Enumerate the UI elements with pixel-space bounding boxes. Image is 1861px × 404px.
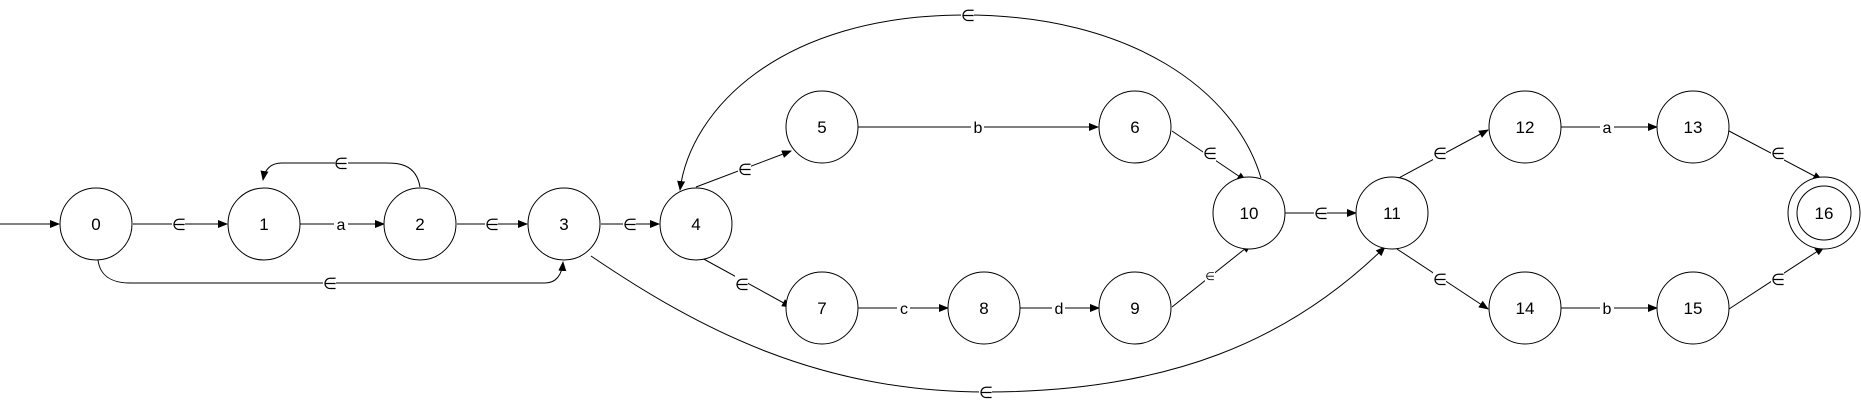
state-16-accept: 16 xyxy=(1787,176,1861,250)
edge-label-13-16: ∈ xyxy=(1771,146,1785,163)
edge-label-4-7: ∈ xyxy=(735,277,749,294)
edge-label-0-1: ∈ xyxy=(172,217,186,234)
edge-label-3-11: ∈ xyxy=(979,385,993,402)
edge-label-7-8: c xyxy=(900,301,908,318)
state-label: 4 xyxy=(691,215,700,234)
edge-label-6-10: ∈ xyxy=(1203,146,1217,163)
transition-labels-layer: ∈ a ∈ ∈ ∈ ∈ ∈ ∈ b ∈ ∈ c d ∈ ∈ ∈ ∈ xyxy=(172,6,1785,402)
state-label: 15 xyxy=(1684,299,1703,318)
state-label: 6 xyxy=(1130,118,1139,137)
state-label: 16 xyxy=(1815,204,1834,223)
edge-label-0-3: ∈ xyxy=(323,276,337,293)
state-11: 11 xyxy=(1355,176,1429,250)
states-layer: 0 1 2 3 4 5 6 7 xyxy=(59,90,1861,345)
edge-label-10-4: ∈ xyxy=(961,8,975,25)
edge-label-12-13: a xyxy=(1603,120,1612,137)
edge-label-14-15: b xyxy=(1603,301,1612,318)
state-1: 1 xyxy=(227,187,301,261)
edge-label-1-2: a xyxy=(337,217,346,234)
edge-label-2-3: ∈ xyxy=(485,217,499,234)
state-15: 15 xyxy=(1656,271,1730,345)
state-5: 5 xyxy=(785,90,859,164)
state-label: 14 xyxy=(1516,299,1535,318)
state-4: 4 xyxy=(659,187,733,261)
state-9: 9 xyxy=(1098,271,1172,345)
state-13: 13 xyxy=(1656,90,1730,164)
edge-0-3 xyxy=(97,259,567,284)
state-label: 0 xyxy=(91,215,100,234)
edge-2-1 xyxy=(260,162,421,188)
state-label: 2 xyxy=(415,215,424,234)
state-label: 5 xyxy=(817,118,826,137)
state-10: 10 xyxy=(1212,176,1286,250)
state-2: 2 xyxy=(383,187,457,261)
state-3: 3 xyxy=(527,187,601,261)
state-label: 1 xyxy=(259,215,268,234)
state-12: 12 xyxy=(1488,90,1562,164)
state-label: 8 xyxy=(979,299,988,318)
state-7: 7 xyxy=(785,271,859,345)
edge-label-5-6: b xyxy=(974,120,983,137)
state-label: 3 xyxy=(559,215,568,234)
edge-label-11-12: ∈ xyxy=(1433,146,1447,163)
state-0: 0 xyxy=(59,187,133,261)
state-14: 14 xyxy=(1488,271,1562,345)
edge-label-3-4: ∈ xyxy=(623,217,637,234)
edge-10-4 xyxy=(677,14,1262,191)
state-label: 10 xyxy=(1240,204,1259,223)
state-6: 6 xyxy=(1098,90,1172,164)
edge-label-2-1: ∈ xyxy=(334,156,348,173)
state-8: 8 xyxy=(947,271,1021,345)
state-label: 9 xyxy=(1130,299,1139,318)
edge-label-8-9: d xyxy=(1055,301,1064,318)
edge-label-11-14: ∈ xyxy=(1433,272,1447,289)
edge-label-15-16: ∈ xyxy=(1771,272,1785,289)
edge-label-10-11: ∈ xyxy=(1314,206,1328,223)
state-label: 12 xyxy=(1516,118,1535,137)
edge-label-4-5: ∈ xyxy=(738,162,752,179)
edge-label-9-10: ∈ xyxy=(1205,271,1215,283)
state-label: 13 xyxy=(1684,118,1703,137)
state-label: 11 xyxy=(1383,204,1401,223)
state-label: 7 xyxy=(817,299,826,318)
